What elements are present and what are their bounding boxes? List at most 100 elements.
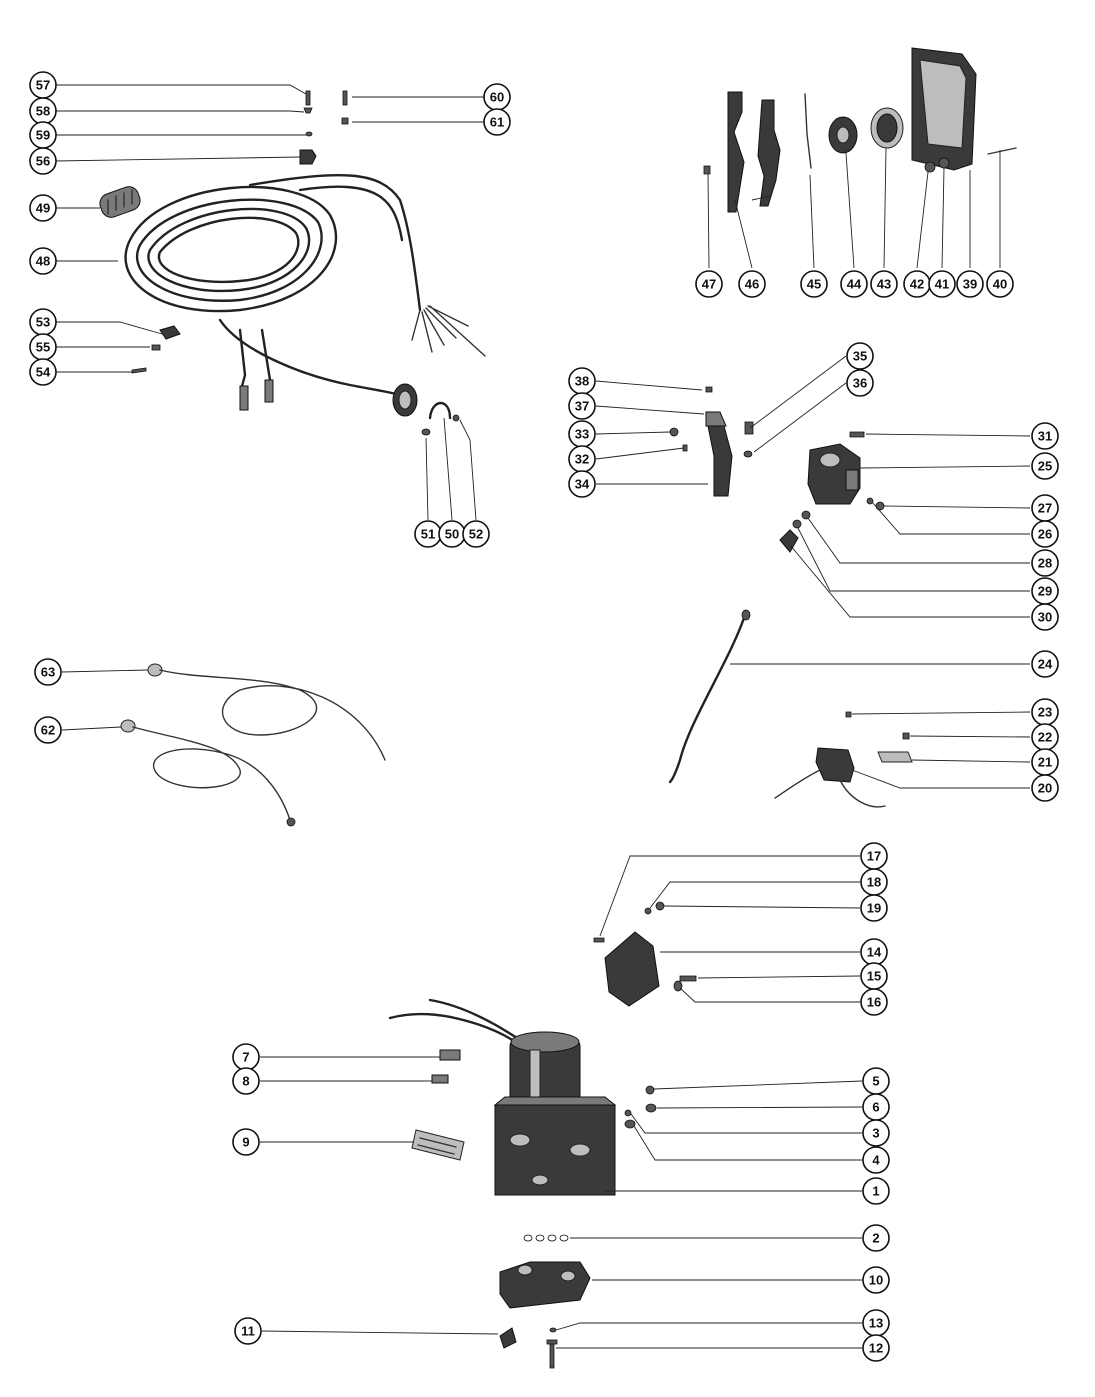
callout-12: 12	[862, 1334, 890, 1362]
svg-text:51: 51	[421, 527, 435, 542]
callout-57: 57	[29, 71, 57, 99]
pump-motor-assembly-1	[388, 998, 617, 1196]
svg-text:23: 23	[1038, 705, 1052, 720]
callout-29: 29	[1031, 577, 1059, 605]
svg-text:22: 22	[1038, 730, 1052, 745]
o-rings-2	[523, 1234, 569, 1242]
svg-text:10: 10	[869, 1273, 883, 1288]
callout-63: 63	[34, 658, 62, 686]
svg-text:6: 6	[872, 1100, 879, 1115]
svg-text:21: 21	[1038, 755, 1052, 770]
svg-text:20: 20	[1038, 781, 1052, 796]
svg-text:12: 12	[869, 1341, 883, 1356]
callout-15: 15	[860, 962, 888, 990]
hardware-39-47	[703, 47, 1017, 213]
callout-32: 32	[568, 445, 596, 473]
callout-46: 46	[738, 270, 766, 298]
battery-cable-63	[147, 663, 386, 761]
callout-18: 18	[860, 868, 888, 896]
callout-27: 27	[1031, 494, 1059, 522]
callout-33: 33	[568, 420, 596, 448]
callout-25: 25	[1031, 452, 1059, 480]
callout-47: 47	[695, 270, 723, 298]
svg-text:5: 5	[872, 1074, 879, 1089]
svg-text:35: 35	[853, 349, 867, 364]
svg-text:43: 43	[877, 277, 891, 292]
hardware-3-8	[431, 1049, 657, 1129]
callout-39: 39	[956, 270, 984, 298]
callouts: 57 58 59 56 60 61 49 48 53 55 54 51 50 5…	[29, 71, 1059, 1362]
svg-text:40: 40	[993, 277, 1007, 292]
svg-text:26: 26	[1038, 527, 1052, 542]
svg-text:38: 38	[575, 374, 589, 389]
svg-text:31: 31	[1038, 429, 1052, 444]
callout-7: 7	[232, 1043, 260, 1071]
bracket-32-38	[669, 386, 754, 497]
svg-text:15: 15	[867, 969, 881, 984]
callout-38: 38	[568, 367, 596, 395]
svg-text:19: 19	[867, 901, 881, 916]
callout-51: 51	[414, 520, 442, 548]
svg-text:52: 52	[469, 527, 483, 542]
switch-20-23	[774, 711, 913, 808]
callout-60: 60	[483, 83, 511, 111]
callout-19: 19	[860, 894, 888, 922]
wire-sleeve-49	[99, 186, 141, 218]
callout-53: 53	[29, 308, 57, 336]
callout-48: 48	[29, 247, 57, 275]
callout-49: 49	[29, 194, 57, 222]
svg-text:8: 8	[242, 1074, 249, 1089]
callout-55: 55	[29, 333, 57, 361]
callout-3: 3	[862, 1119, 890, 1147]
svg-text:32: 32	[575, 452, 589, 467]
callout-24: 24	[1031, 650, 1059, 678]
svg-text:61: 61	[490, 115, 504, 130]
svg-text:37: 37	[575, 399, 589, 414]
callout-1: 1	[862, 1177, 890, 1205]
callout-14: 14	[860, 938, 888, 966]
svg-text:29: 29	[1038, 584, 1052, 599]
svg-text:42: 42	[910, 277, 924, 292]
svg-text:36: 36	[853, 376, 867, 391]
svg-text:57: 57	[36, 78, 50, 93]
callout-31: 31	[1031, 422, 1059, 450]
svg-text:41: 41	[935, 277, 949, 292]
svg-text:9: 9	[242, 1135, 249, 1150]
callout-36: 36	[846, 369, 874, 397]
svg-text:13: 13	[869, 1316, 883, 1331]
svg-text:53: 53	[36, 315, 50, 330]
callout-10: 10	[862, 1266, 890, 1294]
leader-lines	[55, 84, 1031, 1349]
callout-30: 30	[1031, 603, 1059, 631]
callout-20: 20	[1031, 774, 1059, 802]
svg-text:60: 60	[490, 90, 504, 105]
svg-text:34: 34	[575, 477, 590, 492]
svg-text:48: 48	[36, 254, 50, 269]
svg-text:33: 33	[575, 427, 589, 442]
callout-44: 44	[840, 270, 868, 298]
parts-illustrations	[99, 47, 1017, 1369]
callout-2: 2	[862, 1224, 890, 1252]
callout-8: 8	[232, 1067, 260, 1095]
svg-text:25: 25	[1038, 459, 1052, 474]
manifold-10	[499, 1261, 591, 1309]
svg-text:47: 47	[702, 277, 716, 292]
svg-text:2: 2	[872, 1231, 879, 1246]
callout-59: 59	[29, 121, 57, 149]
svg-text:58: 58	[36, 104, 50, 119]
callout-5: 5	[862, 1067, 890, 1095]
svg-text:14: 14	[867, 945, 882, 960]
callout-6: 6	[862, 1093, 890, 1121]
svg-text:63: 63	[41, 665, 55, 680]
callout-34: 34	[568, 470, 596, 498]
svg-text:59: 59	[36, 128, 50, 143]
hardware-56-61	[299, 90, 349, 165]
svg-text:50: 50	[445, 527, 459, 542]
solenoid-25	[779, 431, 885, 553]
callout-45: 45	[800, 270, 828, 298]
svg-text:4: 4	[872, 1153, 880, 1168]
decal-9	[411, 1129, 465, 1161]
callout-61: 61	[483, 108, 511, 136]
svg-text:3: 3	[872, 1126, 879, 1141]
